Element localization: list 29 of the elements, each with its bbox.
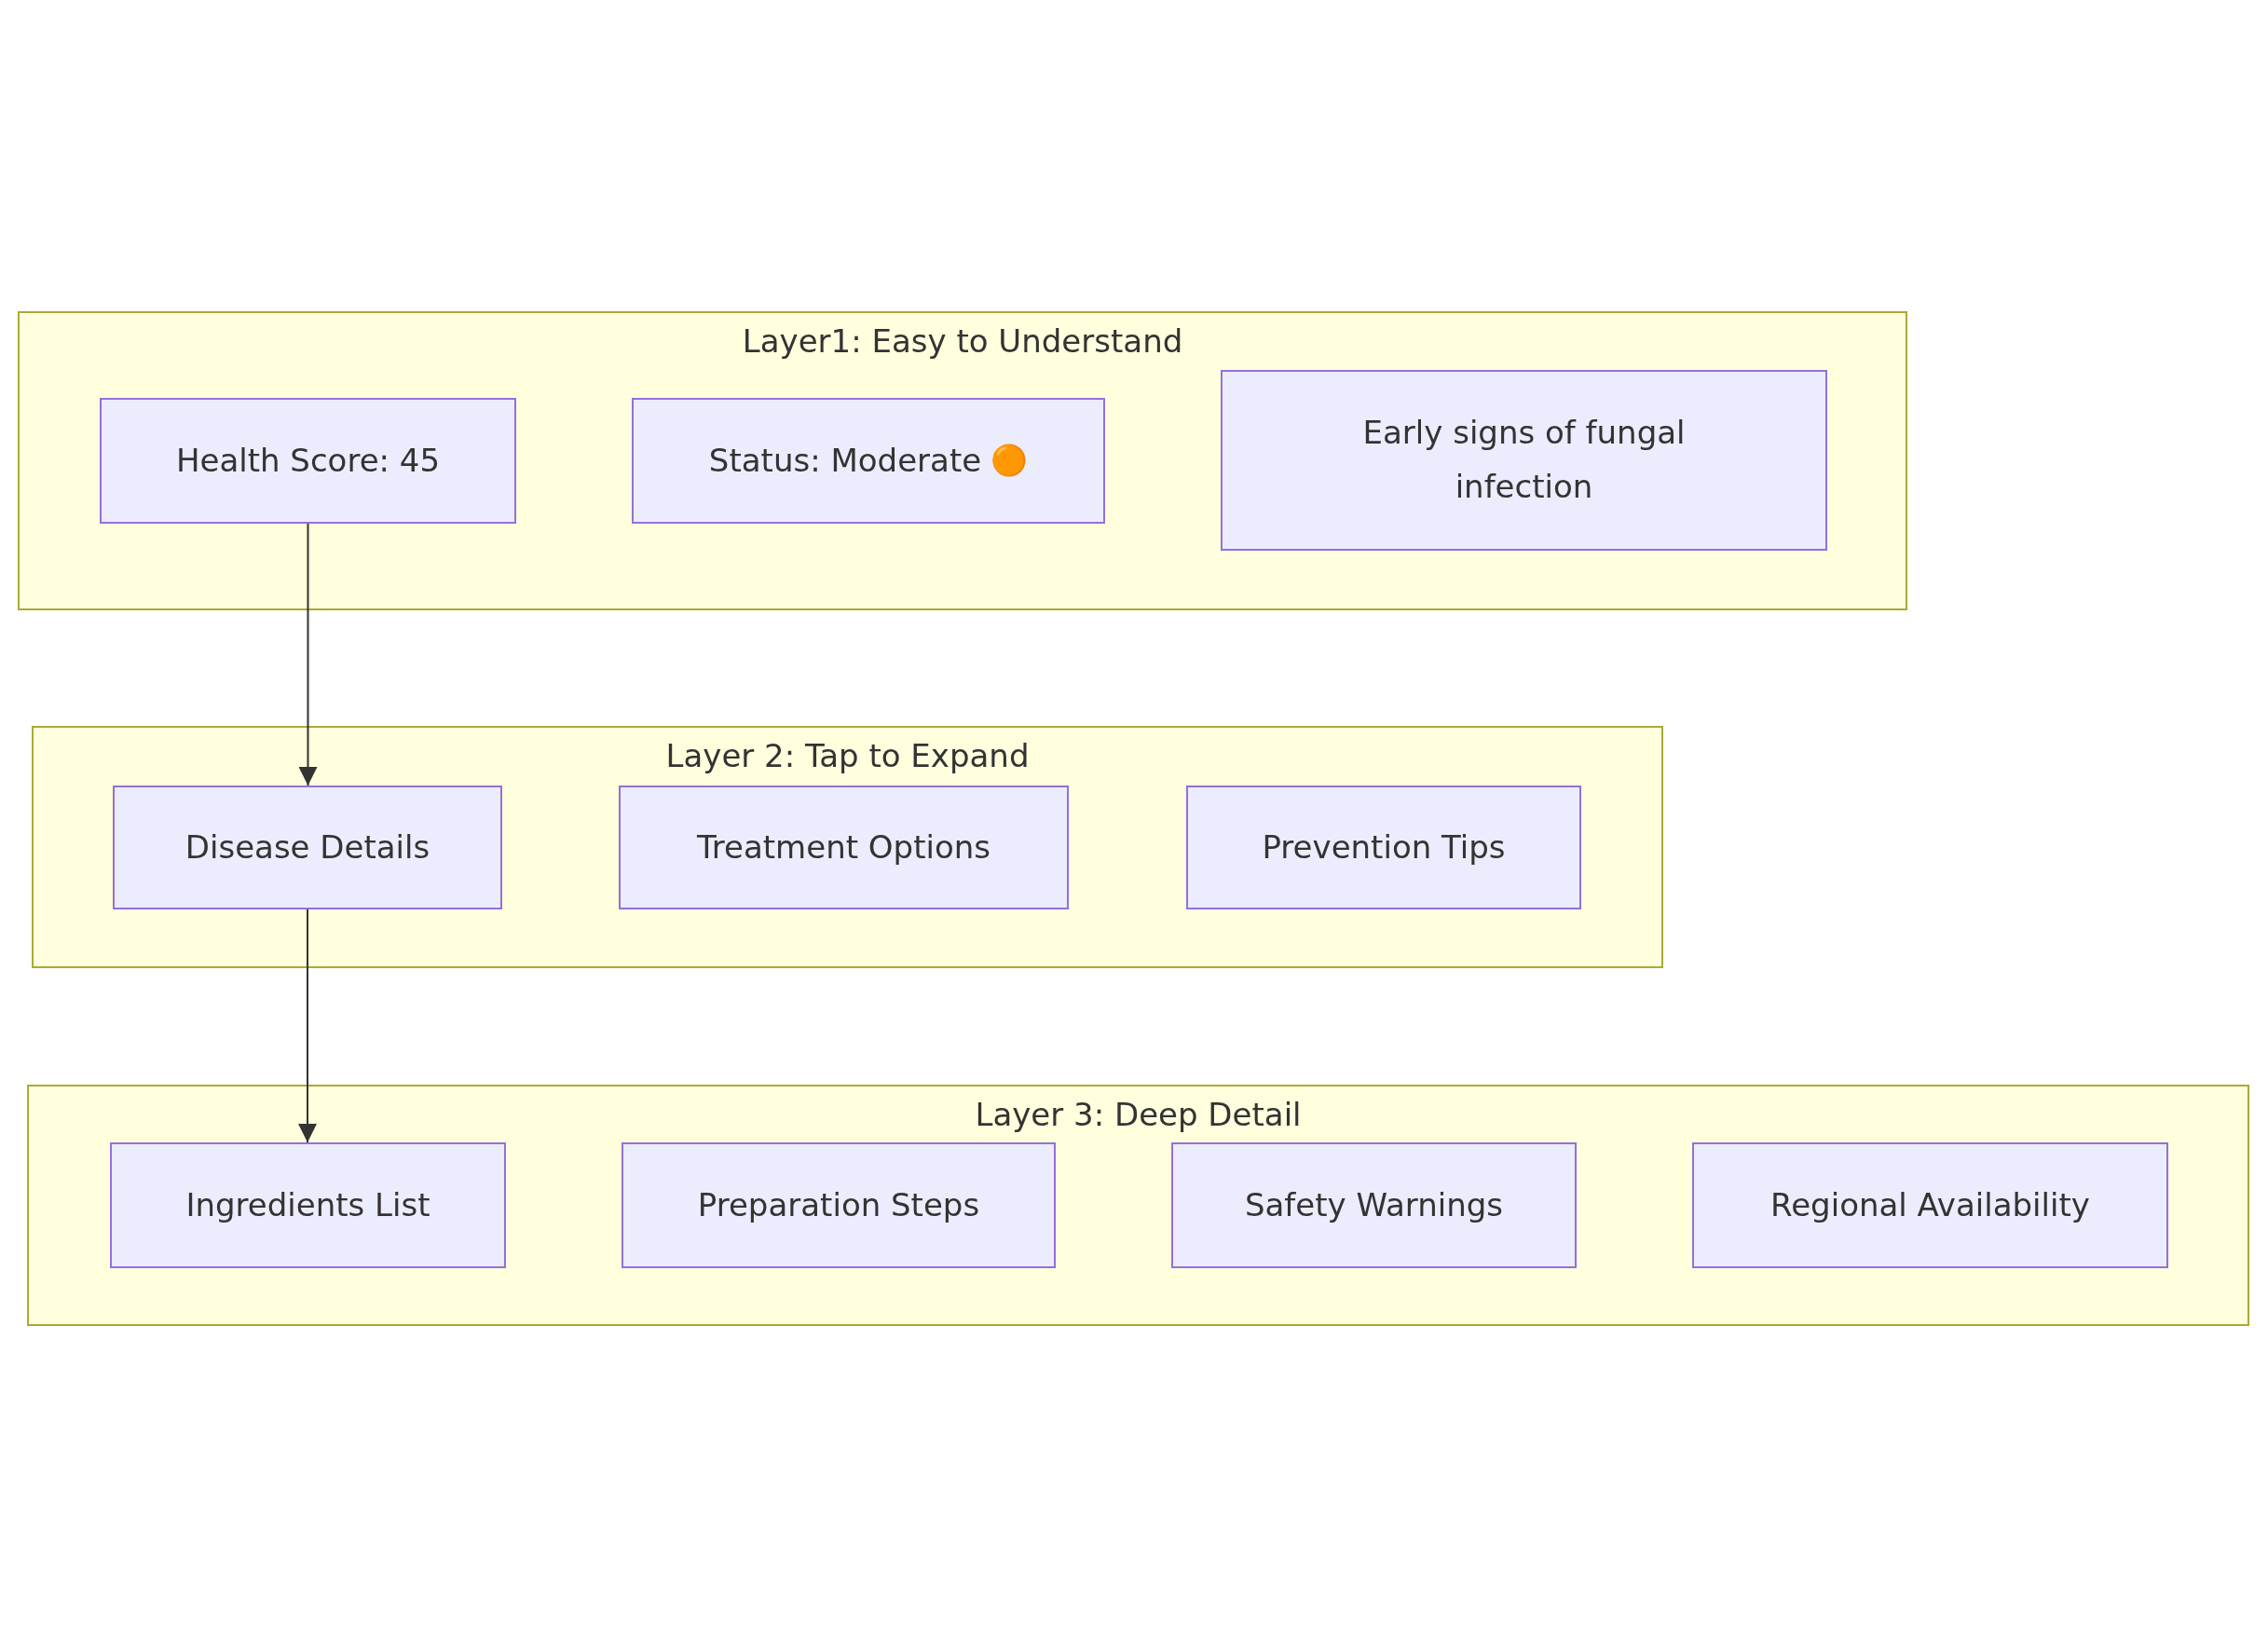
arrow — [298, 909, 317, 1143]
node-label: Safety Warnings — [1244, 1184, 1504, 1225]
status-dot-icon: 🟠 — [991, 445, 1029, 476]
subgraph-panel — [27, 1085, 2249, 1326]
subgraph-panel — [18, 311, 1907, 610]
process-box — [1692, 1142, 2168, 1268]
process-box — [622, 1142, 1056, 1268]
node-label: Disease Details — [184, 827, 430, 868]
node-label: Prevention Tips — [1262, 827, 1506, 868]
subgraph-panel — [32, 726, 1663, 968]
node-label: Health Score: 45 — [175, 440, 441, 481]
process-box — [1221, 370, 1827, 551]
subgraph-title: Layer 3: Deep Detail — [975, 1095, 1302, 1135]
node-label: Preparation Steps — [697, 1184, 980, 1225]
node-label: Status: Moderate — [708, 440, 982, 481]
process-box — [632, 398, 1105, 524]
subgraph-title: Layer1: Easy to Understand — [742, 321, 1183, 362]
node-label: Early signs of fungal infection — [1361, 413, 1687, 507]
node-label: Treatment Options — [697, 827, 991, 868]
process-box — [113, 786, 502, 909]
subgraph-title: Layer 2: Tap to Expand — [665, 736, 1030, 776]
process-box — [1186, 786, 1581, 909]
process-box — [619, 786, 1069, 909]
node-label: Regional Availability — [1770, 1184, 2090, 1225]
process-box — [1171, 1142, 1577, 1268]
process-box — [100, 398, 516, 524]
node-label: Ingredients List — [185, 1184, 430, 1225]
process-box — [110, 1142, 506, 1268]
arrow — [298, 523, 318, 786]
